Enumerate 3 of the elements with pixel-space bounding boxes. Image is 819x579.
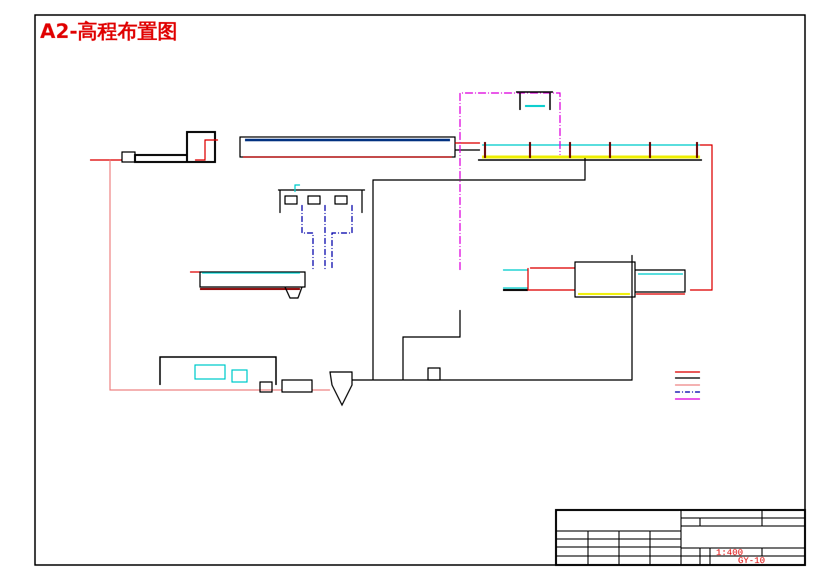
drawing-number: GY-10 bbox=[738, 556, 766, 566]
drawing-title: A2-高程布置图 bbox=[40, 18, 178, 45]
scale-value: 1:400 bbox=[716, 548, 744, 558]
